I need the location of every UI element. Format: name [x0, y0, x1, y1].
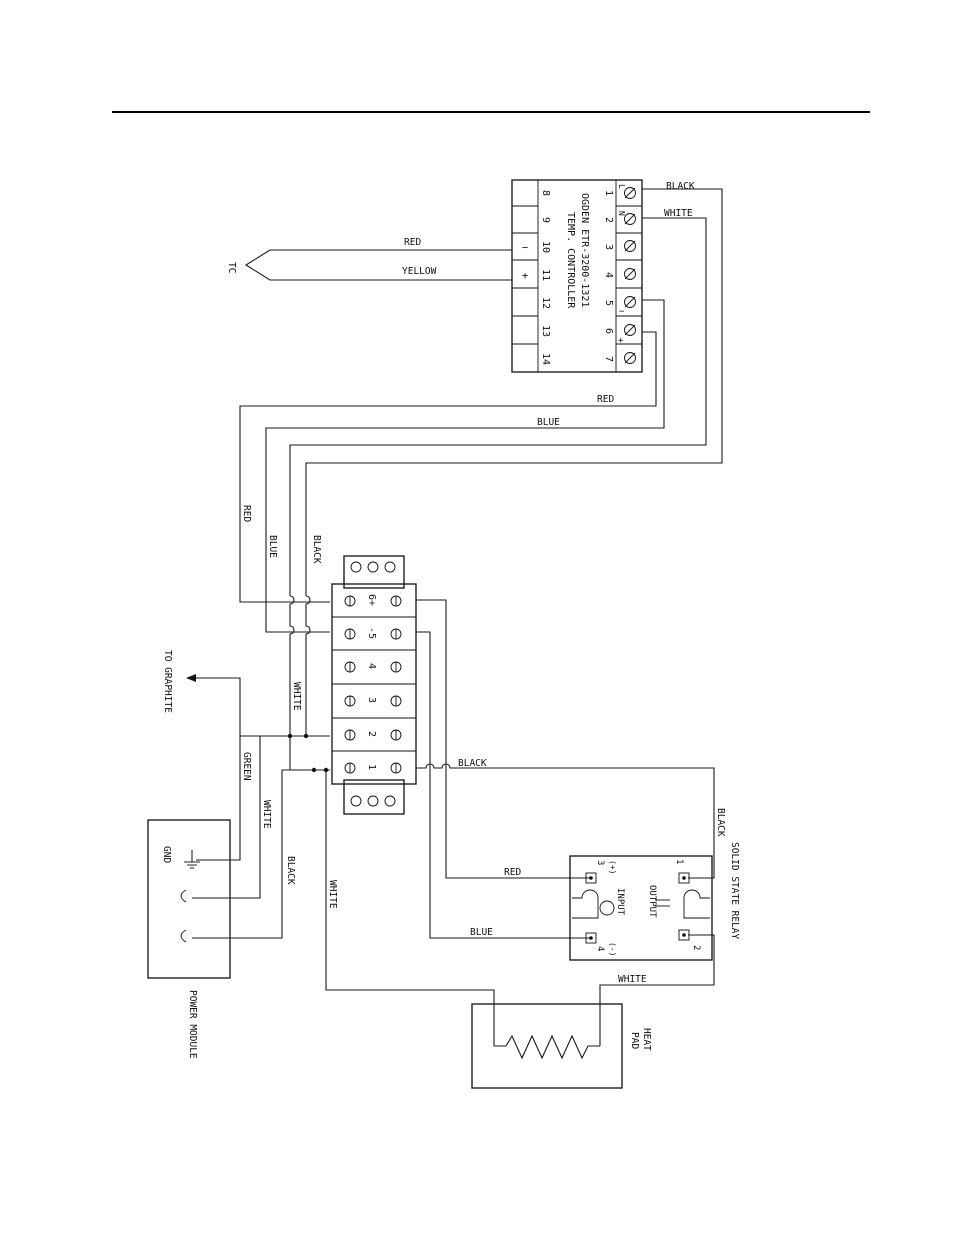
controller-pin-l: L — [617, 184, 626, 189]
wire-label-blue-v: BLUE — [267, 535, 278, 558]
relay-pin1: 1 — [674, 859, 684, 864]
wire-label-red-relay: RED — [504, 867, 521, 878]
power-module-label: POWER MODULE — [187, 990, 198, 1059]
to-graphite-label: TO GRAPHITE — [162, 650, 173, 713]
controller-pin-13: 13 — [540, 325, 551, 337]
relay-pin3: 3 — [595, 860, 605, 865]
terminal-number-4: 4 — [366, 663, 377, 669]
power-module: GND POWER MODULE — [148, 820, 230, 1059]
controller-pin-9: 9 — [540, 217, 551, 223]
wire-label-black-v: BLACK — [311, 535, 322, 564]
controller-wires: BLACK WHITE RED BLUE RED BLUE BLACK WHIT… — [240, 181, 722, 770]
controller-out-plus: + — [618, 336, 624, 346]
wire-label-black-relay-v: BLACK — [715, 808, 726, 837]
power-module-wiring: TO GRAPHITE GREEN WHITE BLACK — [162, 650, 330, 938]
wire-label-white-top: WHITE — [664, 208, 693, 219]
controller-pin-7: 7 — [603, 356, 614, 362]
wire-label-black-relay-h: BLACK — [458, 758, 487, 769]
controller-pin-10: 10 — [540, 241, 551, 253]
relay-wiring: BLACK BLACK RED BLUE WHITE WHITE — [326, 600, 726, 1046]
wire-label-black-pm: BLACK — [285, 856, 296, 885]
terminal-number-2: 2 — [366, 731, 377, 737]
wire-label-red-tc: RED — [404, 237, 421, 248]
wire-label-red-h: RED — [597, 394, 614, 405]
relay-title: SOLID STATE RELAY — [729, 842, 740, 940]
controller-tc-minus: − — [522, 242, 528, 254]
wire-label-white-long: WHITE — [327, 880, 338, 909]
terminal-number-1: 1 — [366, 764, 377, 770]
controller-pin-8: 8 — [540, 190, 551, 196]
relay-input-label: INPUT — [615, 888, 625, 916]
controller-pin-3: 3 — [603, 244, 614, 250]
wire-label-white-pm: WHITE — [261, 800, 272, 829]
arrow-icon — [186, 674, 196, 682]
thermocouple-label: TC — [226, 262, 237, 273]
wire-label-white-v: WHITE — [291, 682, 302, 711]
temp-controller: 1 2 3 4 5 6 7 8 9 10 11 12 13 14 − + L N… — [512, 180, 642, 372]
terminal-number-5: -5 — [366, 627, 377, 639]
terminal-block-screws — [345, 596, 401, 773]
relay-pin2: 2 — [691, 945, 701, 950]
controller-pin-5: 5 — [603, 300, 614, 306]
controller-pin-4: 4 — [603, 272, 614, 278]
outlet-icon — [181, 890, 186, 902]
controller-tc-plus: + — [522, 270, 528, 282]
relay-pin3-sign: (+) — [608, 860, 617, 874]
controller-pin-11: 11 — [540, 269, 551, 281]
wire-label-blue-h: BLUE — [537, 417, 560, 428]
controller-pin-6: 6 — [603, 328, 614, 334]
outlet-icon — [181, 930, 186, 942]
wire-label-yellow-tc: YELLOW — [402, 266, 437, 277]
wire-label-black-top: BLACK — [666, 181, 695, 192]
wire-label-white-pad: WHITE — [618, 974, 647, 985]
heat-pad: HEAT PAD — [472, 1004, 652, 1088]
controller-pin-1: 1 — [603, 190, 614, 196]
controller-out-minus: − — [619, 307, 625, 317]
terminal-number-6: 6+ — [366, 594, 377, 606]
power-module-gnd: GND — [161, 846, 172, 863]
controller-pin-2: 2 — [603, 217, 614, 223]
heat-pad-line2: PAD — [629, 1032, 640, 1049]
relay-output-label: OUTPUT — [647, 885, 657, 918]
terminal-number-3: 3 — [366, 697, 377, 703]
wire-label-blue-relay: BLUE — [470, 927, 493, 938]
wire-label-green-v: GREEN — [241, 752, 252, 781]
thermocouple: TC RED YELLOW — [226, 237, 512, 280]
controller-title-line2: TEMP. CONTROLLER — [565, 212, 576, 309]
heating-element — [494, 1036, 600, 1058]
controller-pin-12: 12 — [540, 297, 551, 309]
controller-pin-14: 14 — [540, 353, 551, 365]
relay-pin4-sign: (-) — [608, 942, 617, 956]
heat-pad-line1: HEAT — [641, 1028, 652, 1051]
relay-pin4: 4 — [595, 946, 605, 951]
controller-pin-n: N — [617, 211, 626, 216]
controller-title-line1: OGDEN ETR-3200-1321 — [579, 193, 590, 307]
terminal-block: 6+ -5 4 3 2 1 — [332, 556, 416, 814]
wire-label-red-v: RED — [241, 505, 252, 522]
